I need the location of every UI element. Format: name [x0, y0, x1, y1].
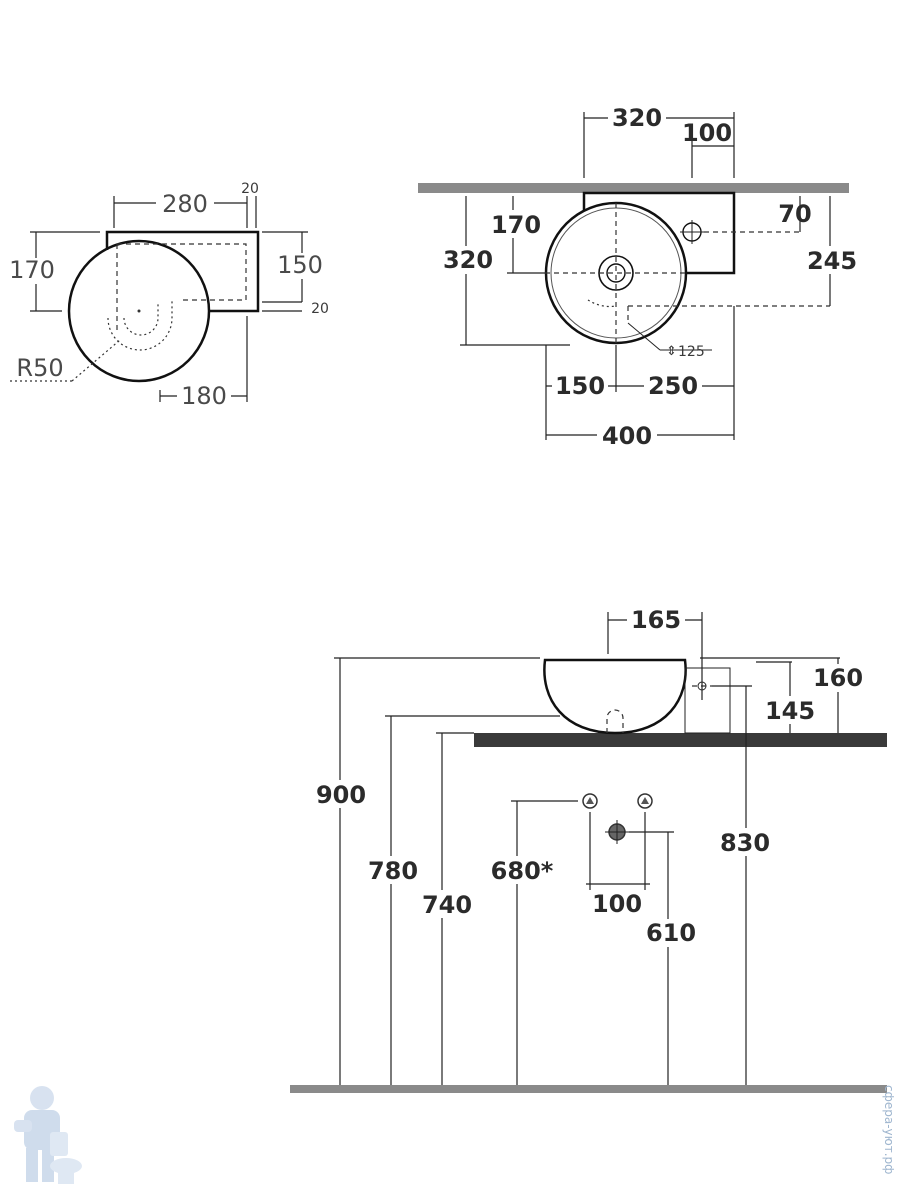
front-height-680-label: 680*: [491, 857, 554, 885]
front-drain-610-label: 610: [646, 919, 696, 947]
front-bowl: [543, 658, 687, 735]
plan-drain-symbol: ⇕: [666, 344, 677, 359]
plan-wall: [418, 183, 849, 193]
front-countertop: [474, 733, 887, 747]
top-view-siphon-curve: [107, 300, 173, 351]
top-height-left-label: 170: [9, 256, 55, 284]
top-view-hidden-line-2: [117, 243, 247, 301]
plan-center-depth-label: 170: [491, 211, 541, 239]
front-drain: [606, 709, 624, 733]
plan-total-depth-label: 245: [807, 247, 857, 275]
plan-drain-inner: [606, 263, 626, 283]
watermark-text: сфера-уют.рф: [882, 1085, 896, 1174]
front-floor: [290, 1085, 887, 1093]
front-supply-spacing-label: 100: [592, 890, 642, 918]
plan-width-top-label: 320: [612, 104, 662, 132]
plan-depth-left-label: 320: [443, 246, 493, 274]
front-rim-160-label: 160: [813, 664, 863, 692]
front-tap-dist-label: 165: [631, 606, 681, 634]
top-view-shelf-outline: [105, 230, 260, 313]
top-view-center-mark: [137, 309, 141, 313]
top-radius-label: R50: [16, 354, 63, 382]
top-view: 280 20 170 150 20 R50 180: [6, 181, 329, 410]
top-width-label: 280: [162, 190, 208, 218]
front-height-780-label: 780: [368, 857, 418, 885]
plan-view: 320 100 320 170 70 245 ⇕ 125 150: [418, 104, 860, 450]
front-height-830-label: 830: [720, 829, 770, 857]
front-rim-145-label: 145: [765, 697, 815, 725]
plan-tap-depth-label: 70: [778, 200, 811, 228]
front-height-900-label: 900: [316, 781, 366, 809]
front-tap-block: [684, 667, 731, 734]
top-side-offset-label: 20: [311, 301, 329, 317]
plan-drain-dia-label: 125: [678, 344, 705, 360]
top-bottom-label: 180: [181, 382, 227, 410]
front-height-740-label: 740: [422, 891, 472, 919]
front-view: 165 900 780 740 680* 100: [290, 606, 887, 1093]
plan-tap-offset-label: 100: [682, 119, 732, 147]
plan-center-right-label: 250: [648, 372, 698, 400]
top-offset-label: 20: [241, 181, 259, 197]
plan-total-width-label: 400: [602, 422, 652, 450]
top-height-right-label: 150: [277, 251, 323, 279]
plumber-logo: [14, 1086, 82, 1184]
plan-left-center-label: 150: [555, 372, 605, 400]
